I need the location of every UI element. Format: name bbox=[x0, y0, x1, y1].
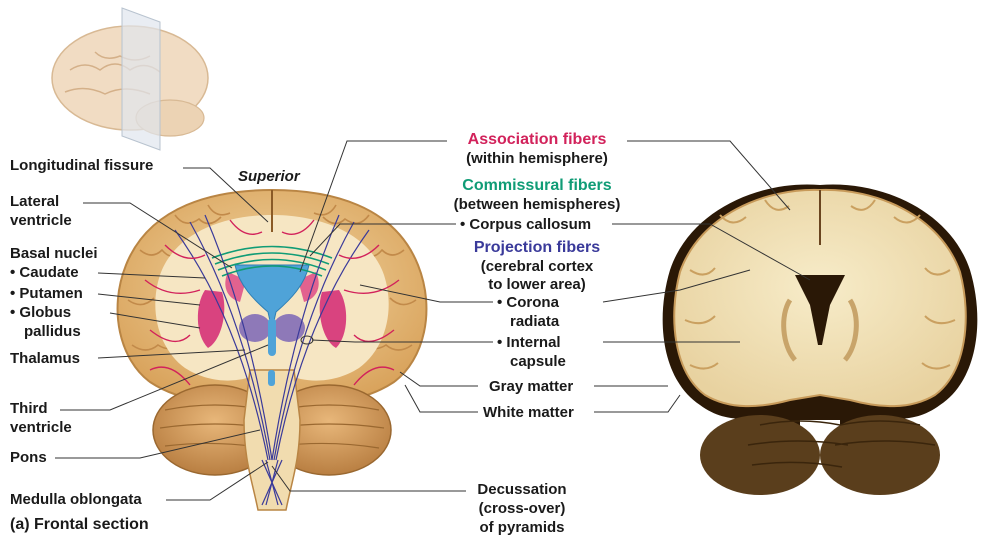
brainstem-pons bbox=[243, 369, 301, 511]
internal-capsule-label-2: capsule bbox=[510, 353, 566, 370]
decussation-label-2: (cross-over) bbox=[478, 500, 566, 517]
association-fibers-title: Association fibers bbox=[467, 131, 607, 148]
third-ventricle-label-2: ventricle bbox=[10, 419, 72, 436]
commissural-fibers-title: Commissural fibers bbox=[462, 177, 612, 194]
fourth-ventricle bbox=[268, 370, 275, 386]
globus-label-2: pallidus bbox=[24, 323, 81, 340]
corona-radiata-label-2: radiata bbox=[510, 313, 560, 330]
longitudinal-fissure-label: Longitudinal fissure bbox=[10, 157, 154, 174]
projection-fibers-title: Projection fibers bbox=[473, 239, 601, 256]
commissural-fibers-sub: (between hemispheres) bbox=[453, 196, 621, 213]
decussation-label-1: Decussation bbox=[477, 481, 567, 498]
corpus-callosum-label: • Corpus callosum bbox=[460, 216, 592, 233]
gray-matter-label: Gray matter bbox=[489, 378, 574, 395]
photo-ventricle bbox=[795, 275, 845, 345]
brain-section-photo bbox=[662, 184, 978, 495]
orientation-brain-icon bbox=[51, 7, 209, 151]
globus-label-1: • Globus bbox=[10, 304, 72, 321]
corona-radiata-label-1: • Corona bbox=[497, 294, 559, 311]
decussation-label-3: of pyramids bbox=[479, 519, 565, 536]
association-fibers bbox=[144, 219, 400, 386]
thalamus-right bbox=[273, 314, 305, 342]
figure-caption: (a) Frontal section bbox=[10, 516, 149, 533]
association-fibers-sub: (within hemisphere) bbox=[466, 150, 608, 167]
projection-fibers bbox=[174, 214, 370, 506]
third-ventricle bbox=[268, 318, 276, 356]
projection-fibers-sub-2: to lower area) bbox=[488, 276, 586, 293]
medulla-label: Medulla oblongata bbox=[10, 491, 142, 508]
third-ventricle-label-1: Third bbox=[10, 400, 48, 417]
pons-label: Pons bbox=[10, 449, 47, 466]
basal-nuclei-label: Basal nuclei bbox=[10, 245, 98, 262]
leader-lines bbox=[55, 140, 811, 501]
white-matter-label: White matter bbox=[483, 404, 574, 421]
lateral-ventricle-label-2: ventricle bbox=[10, 212, 72, 229]
projection-fibers-sub-1: (cerebral cortex bbox=[480, 258, 594, 275]
superior-orientation-label: Superior bbox=[238, 168, 300, 185]
internal-capsule-label-1: • Internal bbox=[497, 334, 561, 351]
caudate-label: • Caudate bbox=[10, 264, 79, 281]
putamen-right bbox=[319, 290, 347, 348]
thalamus-left bbox=[239, 314, 271, 342]
lateral-ventricle-label-1: Lateral bbox=[10, 193, 60, 210]
putamen-left bbox=[197, 290, 225, 348]
putamen-label: • Putamen bbox=[10, 285, 83, 302]
thalamus-label: Thalamus bbox=[10, 350, 81, 367]
